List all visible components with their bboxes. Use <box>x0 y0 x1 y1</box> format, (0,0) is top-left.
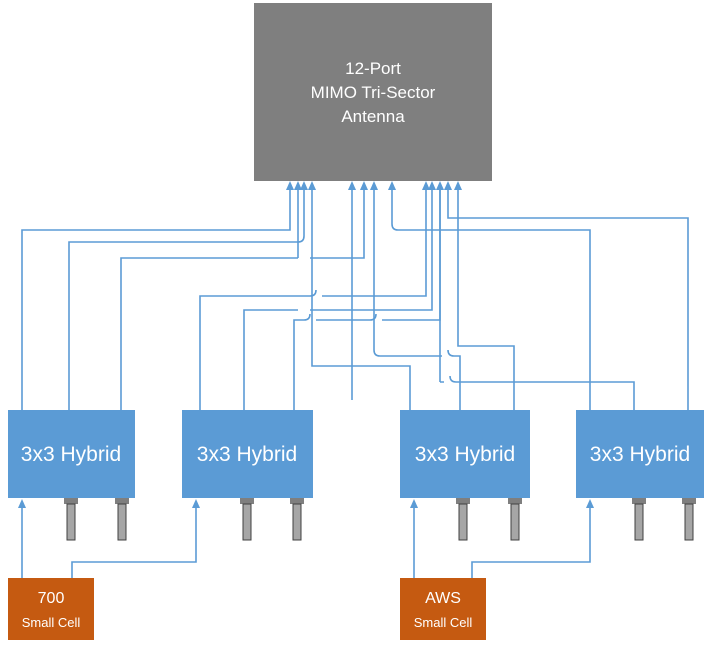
connector-icon <box>64 498 78 541</box>
hybrid-2: 3x3 Hybrid <box>182 410 313 498</box>
small-cell-700-type: Small Cell <box>22 615 81 630</box>
connector-icon <box>632 498 646 541</box>
connector-icon <box>456 498 470 541</box>
hybrid-3-label: 3x3 Hybrid <box>415 443 515 466</box>
connector-icon <box>508 498 522 541</box>
antenna: 12-Port MIMO Tri-Sector Antenna <box>254 3 492 181</box>
hybrid-1-label: 3x3 Hybrid <box>21 443 121 466</box>
connector-icon <box>115 498 129 541</box>
hybrid-3: 3x3 Hybrid <box>400 410 530 498</box>
hybrid-1: 3x3 Hybrid <box>8 410 135 498</box>
small-cell-700-band: 700 <box>38 590 65 607</box>
connector-icon <box>290 498 304 541</box>
small-cell-aws-band: AWS <box>425 590 461 607</box>
small-cell-feed-lines <box>18 499 594 578</box>
antenna-label-line3: Antenna <box>341 107 405 126</box>
small-cell-aws: AWS Small Cell <box>400 578 486 640</box>
hybrid-4-label: 3x3 Hybrid <box>590 443 690 466</box>
antenna-label-line1: 12-Port <box>345 59 401 78</box>
antenna-feed-lines <box>21 188 689 410</box>
hybrid-4: 3x3 Hybrid <box>576 410 704 498</box>
hybrid-2-label: 3x3 Hybrid <box>197 443 297 466</box>
antenna-label-line2: MIMO Tri-Sector <box>311 83 436 102</box>
connector-icon <box>682 498 696 541</box>
antenna-port-arrows <box>286 181 462 190</box>
small-cell-700: 700 Small Cell <box>8 578 94 640</box>
small-cell-aws-type: Small Cell <box>414 615 473 630</box>
connector-icon <box>240 498 254 541</box>
termination-connectors <box>64 498 696 541</box>
